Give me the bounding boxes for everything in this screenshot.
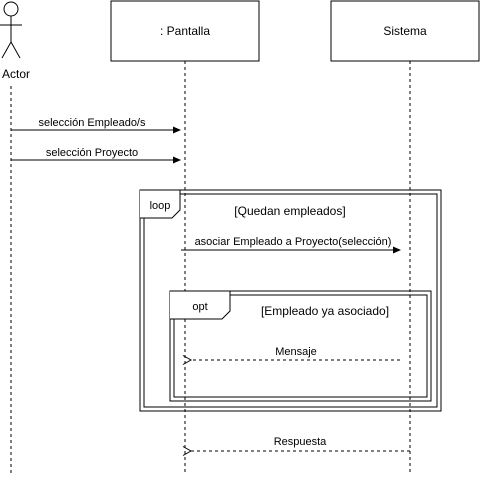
message-label-seleccion-empleado: selección Empleado/s: [38, 117, 146, 129]
actor-label: Actor: [2, 67, 30, 81]
opt-fragment-inner-frame: [173, 294, 428, 398]
message-label-seleccion-proyecto: selección Proyecto: [46, 147, 138, 159]
lifeline-label-pantalla: : Pantalla: [160, 24, 210, 38]
message-label-asociar: asociar Empleado a Proyecto(selección): [195, 236, 392, 248]
lifeline-box-pantalla[interactable]: [110, 0, 260, 62]
return-label-respuesta: Respuesta: [274, 436, 327, 448]
lifeline-label-sistema: Sistema: [383, 24, 427, 38]
lifeline-box-sistema[interactable]: [330, 0, 480, 62]
loop-operator-label: loop: [150, 200, 171, 212]
opt-operator-label: opt: [192, 301, 207, 313]
loop-operator-tab: [140, 189, 181, 219]
return-label-mensaje: Mensaje: [275, 346, 317, 358]
loop-fragment-inner-frame: [143, 193, 438, 408]
actor-icon: [0, 1, 22, 59]
opt-guard-label: [Empleado ya asociado]: [261, 304, 389, 318]
loop-guard-label: [Quedan empleados]: [234, 204, 345, 218]
opt-fragment-frame[interactable]: [169, 290, 432, 402]
opt-operator-tab: [170, 290, 231, 320]
loop-fragment-frame[interactable]: [139, 189, 442, 412]
